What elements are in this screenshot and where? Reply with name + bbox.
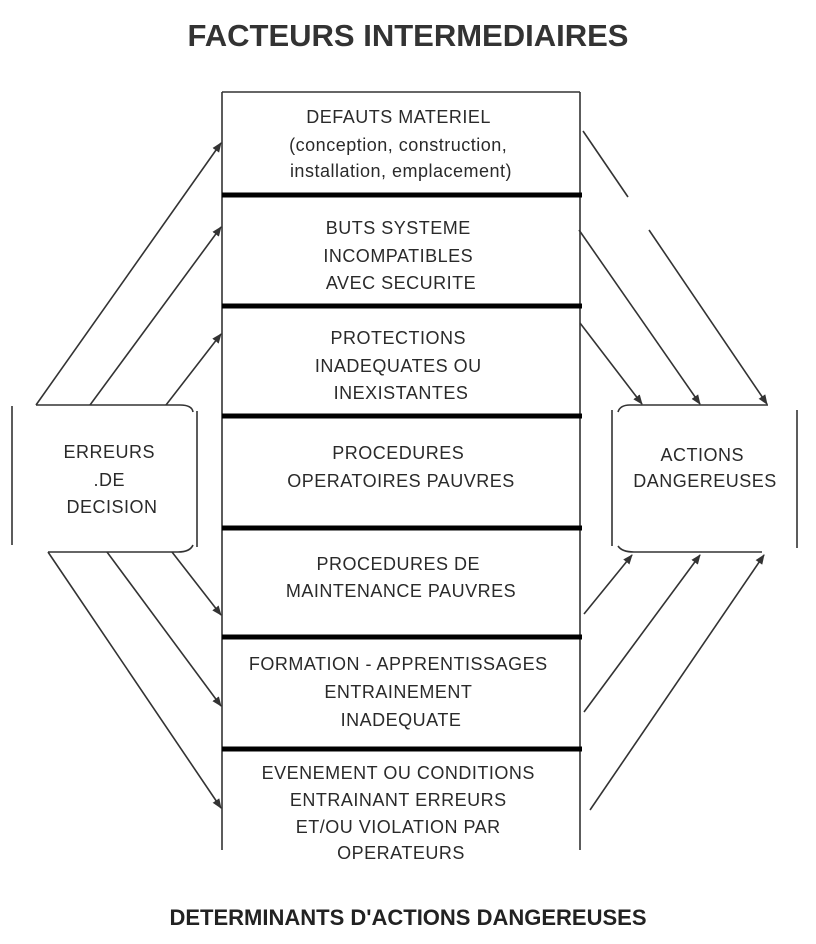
factor-error-conditions: EVENEMENT OU CONDITIONS ENTRAINANT ERREU… — [262, 763, 541, 863]
diagram-title: FACTEURS INTERMEDIAIRES — [188, 18, 629, 53]
arrow-icon — [578, 229, 701, 405]
arrow-icon — [648, 229, 768, 405]
decision-to-factor-arrows — [35, 142, 222, 809]
factor-training: FORMATION - APPRENTISSAGES ENTRAINEMENT … — [249, 654, 553, 730]
arrow-icon — [171, 551, 222, 616]
arrow-icon — [106, 551, 222, 707]
arrow-icon — [35, 142, 222, 406]
factor-incompatible-goals: BUTS SYSTEME INCOMPATIBLES AVEC SECURITE — [323, 218, 478, 293]
factor-operating-procedures: PROCEDURES OPERATOIRES PAUVRES — [287, 443, 515, 491]
separators — [222, 192, 582, 752]
dangerous-actions-node: ACTIONS DANGEREUSES — [611, 404, 798, 553]
arrow-icon — [89, 226, 222, 406]
connector-line — [582, 130, 629, 198]
arrow-icon — [583, 554, 633, 615]
factor-to-action-arrows — [578, 130, 768, 811]
arrow-icon — [47, 551, 222, 809]
diagram-footer: DETERMINANTS D'ACTIONS DANGEREUSES — [169, 905, 646, 930]
factor-material-defects: DEFAUTS MATERIEL (conception, constructi… — [289, 107, 513, 181]
arrow-icon — [165, 333, 222, 406]
decision-errors-node: ERREURS .DE DECISION — [11, 404, 198, 553]
arrow-icon — [579, 322, 643, 405]
dangerous-actions-label: ACTIONS DANGEREUSES — [633, 445, 777, 491]
factors-column: DEFAUTS MATERIEL (conception, constructi… — [221, 91, 582, 863]
decision-errors-label: ERREURS .DE DECISION — [63, 442, 160, 517]
factor-inadequate-protections: PROTECTIONS INADEQUATES OU INEXISTANTES — [315, 328, 487, 403]
factor-maintenance-procedures: PROCEDURES DE MAINTENANCE PAUVRES — [286, 554, 516, 601]
arrow-icon — [583, 554, 701, 713]
arrow-icon — [589, 554, 765, 811]
